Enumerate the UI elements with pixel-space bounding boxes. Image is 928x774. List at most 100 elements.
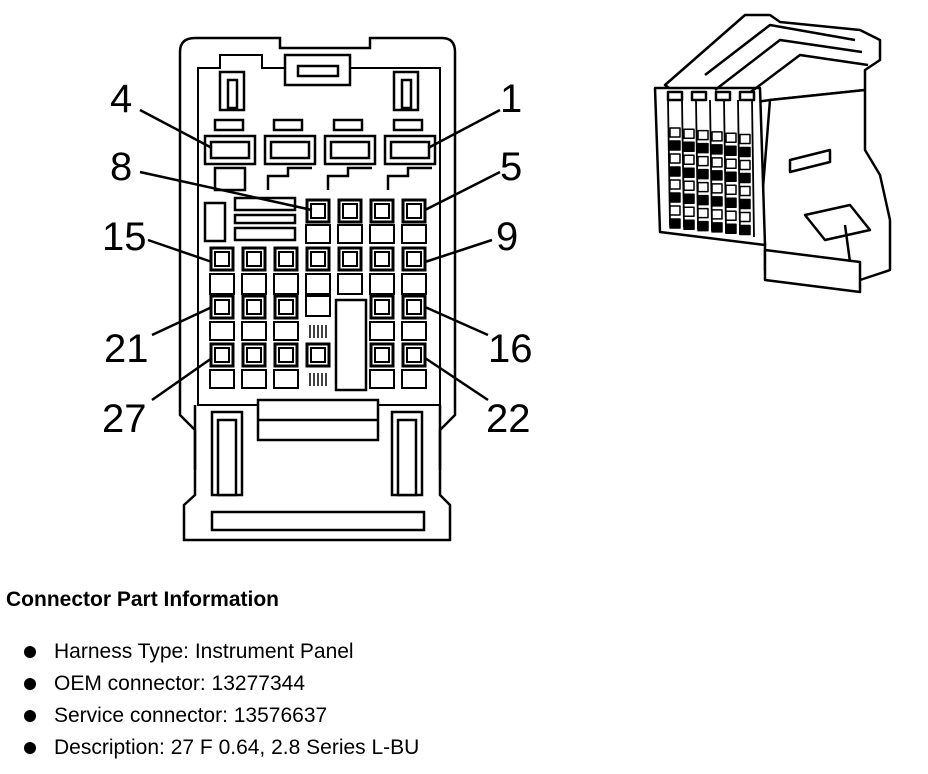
cavity-cell <box>401 224 427 244</box>
pin-label-21: 21 <box>104 327 149 371</box>
pin-label-15: 15 <box>102 215 147 259</box>
iso-pin-cell <box>697 194 709 206</box>
pin-cavity <box>337 198 363 224</box>
iso-pin-cell <box>683 219 695 231</box>
iso-pin-cell <box>683 128 695 140</box>
iso-pin-cell <box>711 196 723 207</box>
pin-cavity <box>305 246 331 272</box>
iso-pin-cell <box>669 153 681 164</box>
cavity-cell <box>337 273 363 295</box>
iso-pin-cell <box>711 131 723 142</box>
pin-cavity <box>369 246 395 272</box>
iso-pin-cell <box>739 159 751 171</box>
cavity-cell <box>209 321 235 341</box>
pin-cavity <box>305 342 331 368</box>
bullet-icon <box>24 678 36 690</box>
cavity-cell <box>401 273 427 295</box>
bullet-icon <box>24 646 36 658</box>
cavity-cell <box>241 321 267 341</box>
bullet-icon <box>24 710 36 722</box>
iso-pin-cell <box>683 167 695 179</box>
info-item-description: Description: 27 F 0.64, 2.8 Series L-BU <box>6 732 906 764</box>
connector-part-information: Connector Part Information Harness Type:… <box>6 588 906 764</box>
iso-pin-cell <box>669 192 681 203</box>
iso-pin-cell <box>669 218 681 229</box>
pin-cavity <box>209 294 235 320</box>
cavity-cell <box>273 273 299 295</box>
iso-pin-cell <box>683 141 695 153</box>
connector-3d-view <box>653 13 892 294</box>
pin-cavity <box>241 294 267 320</box>
iso-pin-cell <box>725 223 737 234</box>
pin-cavity <box>209 342 235 368</box>
pin-label-8: 8 <box>110 145 132 189</box>
iso-pin-cell <box>669 127 681 138</box>
iso-pin-cell <box>739 146 751 158</box>
pin-label-16: 16 <box>488 327 533 371</box>
info-item-text: Service connector: 13576637 <box>54 704 328 727</box>
iso-pin-cell <box>683 154 695 166</box>
iso-pin-cell <box>711 222 723 233</box>
pin-cavity <box>401 246 427 272</box>
pin-label-9: 9 <box>496 215 518 259</box>
pin-cavity <box>369 294 395 320</box>
iso-pin-cell <box>739 172 751 184</box>
cavity-cell <box>305 273 331 295</box>
info-title: Connector Part Information <box>6 588 280 611</box>
iso-pin-cell <box>697 220 709 232</box>
iso-pin-cell <box>739 185 751 197</box>
iso-pin-cell <box>683 193 695 205</box>
iso-pin-cell <box>669 205 681 216</box>
pin-cavity <box>273 342 299 368</box>
info-item-text: Harness Type: Instrument Panel <box>54 640 354 663</box>
iso-pin-cell <box>711 209 723 220</box>
iso-pin-cell <box>697 142 709 154</box>
iso-pin-cell <box>697 129 709 141</box>
iso-pin-cell <box>725 184 737 195</box>
cavity-cell <box>369 273 395 295</box>
pin-cavity <box>273 246 299 272</box>
pin-label-5: 5 <box>500 145 522 189</box>
pin-label-1: 1 <box>500 77 522 121</box>
iso-pin-cell <box>725 171 737 182</box>
info-list: Harness Type: Instrument Panel OEM conne… <box>6 636 906 764</box>
iso-pin-cell <box>697 155 709 167</box>
pin-cavity <box>369 342 395 368</box>
cavity-cell <box>273 369 299 389</box>
iso-pin-cell <box>711 144 723 155</box>
cavity-cell <box>273 321 299 341</box>
pin-cavities <box>209 198 427 389</box>
cavity-cell <box>209 273 235 295</box>
iso-pin-cell <box>669 179 681 190</box>
iso-pin-cell <box>697 207 709 219</box>
iso-pin-cell <box>697 181 709 193</box>
pin-cavity <box>337 246 363 272</box>
cavity-cell <box>401 369 427 389</box>
info-item-text: OEM connector: 13277344 <box>54 672 305 695</box>
iso-pin-cell <box>725 132 737 143</box>
pin-cavity <box>241 342 267 368</box>
iso-pin-cell <box>711 183 723 194</box>
pin-cavity <box>369 198 395 224</box>
cavity-cell <box>337 224 363 244</box>
pin-cavity <box>273 294 299 320</box>
cavity-cell <box>305 224 331 244</box>
cavity-cell <box>369 369 395 389</box>
info-item-oem-connector: OEM connector: 13277344 <box>6 668 906 700</box>
iso-pin-cell <box>739 211 751 223</box>
pin-cavity <box>241 246 267 272</box>
cavity-cell <box>241 273 267 295</box>
pin-label-22: 22 <box>486 397 531 441</box>
iso-pin-cell <box>669 166 681 177</box>
iso-pin-cell <box>711 157 723 168</box>
cavity-cell <box>305 295 331 317</box>
cavity-cell <box>369 224 395 244</box>
iso-pin-cell <box>725 210 737 221</box>
info-item-text: Description: 27 F 0.64, 2.8 Series L-BU <box>54 736 420 759</box>
cavity-cell <box>241 369 267 389</box>
connector-diagram: 4 1 8 5 15 9 21 16 27 22 <box>102 13 892 542</box>
info-item-harness-type: Harness Type: Instrument Panel <box>6 636 906 668</box>
cavity-cell <box>401 321 427 341</box>
iso-pin-cell <box>725 197 737 208</box>
iso-pin-cell <box>739 133 751 145</box>
